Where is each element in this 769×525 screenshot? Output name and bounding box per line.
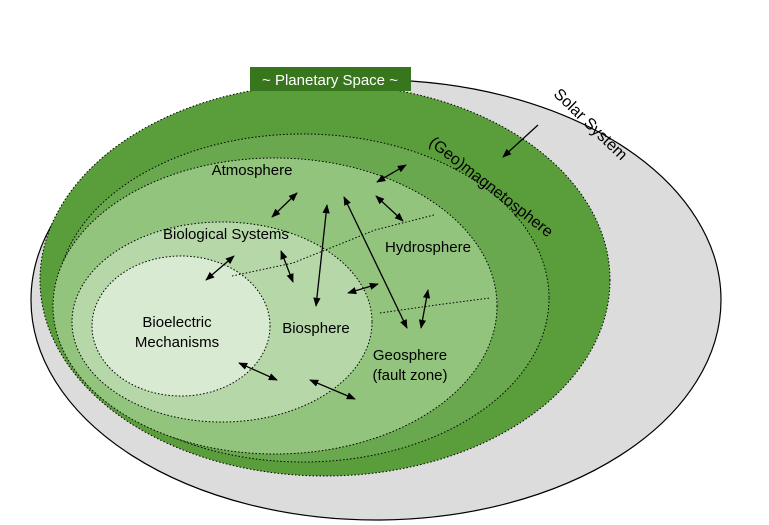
- planetary-space-banner: [250, 67, 411, 91]
- hydrosphere-label: Hydrosphere: [385, 239, 471, 256]
- atmosphere-geosphere-arrow: [343, 196, 408, 329]
- biosphere-label: Biosphere: [282, 320, 350, 337]
- geosphere-label-line2: (fault zone): [372, 367, 447, 384]
- atmosphere-biological-arrow: [271, 192, 298, 218]
- geosphere-label-line1: Geosphere: [373, 347, 447, 364]
- hydrosphere-geosphere-arrow: [418, 289, 431, 329]
- atmosphere-biosphere-arrow: [313, 204, 330, 307]
- atmosphere-label: Atmosphere: [212, 162, 293, 179]
- planetary-space-label: ~ Planetary Space ~: [262, 72, 398, 89]
- bioelectric-label-line2: Mechanisms: [135, 334, 219, 351]
- biosphere-geosphere-arrow: [309, 379, 356, 400]
- biological-biosphere-arrow: [280, 250, 294, 283]
- magnetosphere-atmosphere-arrow: [376, 164, 407, 183]
- bioelectric-biosphere-arrow: [238, 362, 278, 381]
- bioelectric-region: [91, 255, 271, 397]
- biological-systems-label: Biological Systems: [163, 226, 289, 243]
- bioelectric-label-line1: Bioelectric: [142, 314, 212, 331]
- biosphere-hydrosphere-arrow: [347, 282, 379, 295]
- biological-bioelectric-arrow: [205, 255, 235, 281]
- solar-system-arrow: [502, 124, 539, 158]
